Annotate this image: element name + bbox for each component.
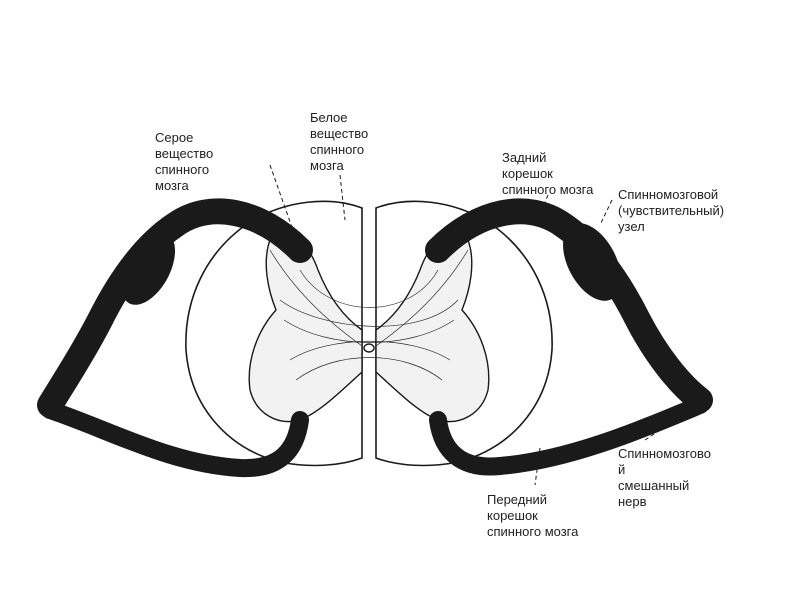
cord-right-half [375, 200, 553, 467]
left-ventral-root [41, 401, 309, 478]
label-spinal-ganglion: Спинномозговой (чувствительный) узел [618, 187, 725, 234]
label-ventral-root: Передний корешок спинного мозга [487, 492, 579, 539]
label-mixed-nerve: Спинномозгово й смешанный нерв [618, 446, 711, 509]
pointer-lines [269, 164, 691, 486]
nerve-roots [37, 198, 713, 478]
left-spinal-ganglion [120, 231, 176, 305]
gray-matter [248, 232, 490, 423]
crossing-fibers [269, 249, 469, 381]
right-ventral-root [429, 396, 709, 476]
label-white-matter: Белое вещество спинного мозга [310, 110, 369, 173]
label-gray-matter: Серое вещество спинного мозга [155, 130, 214, 193]
right-spinal-ganglion [563, 223, 621, 301]
label-dorsal-root: Задний корешок спинного мозга [502, 150, 594, 197]
spinal-cord-section [185, 200, 553, 467]
cord-left-half [185, 200, 363, 467]
central-canal [363, 343, 375, 353]
